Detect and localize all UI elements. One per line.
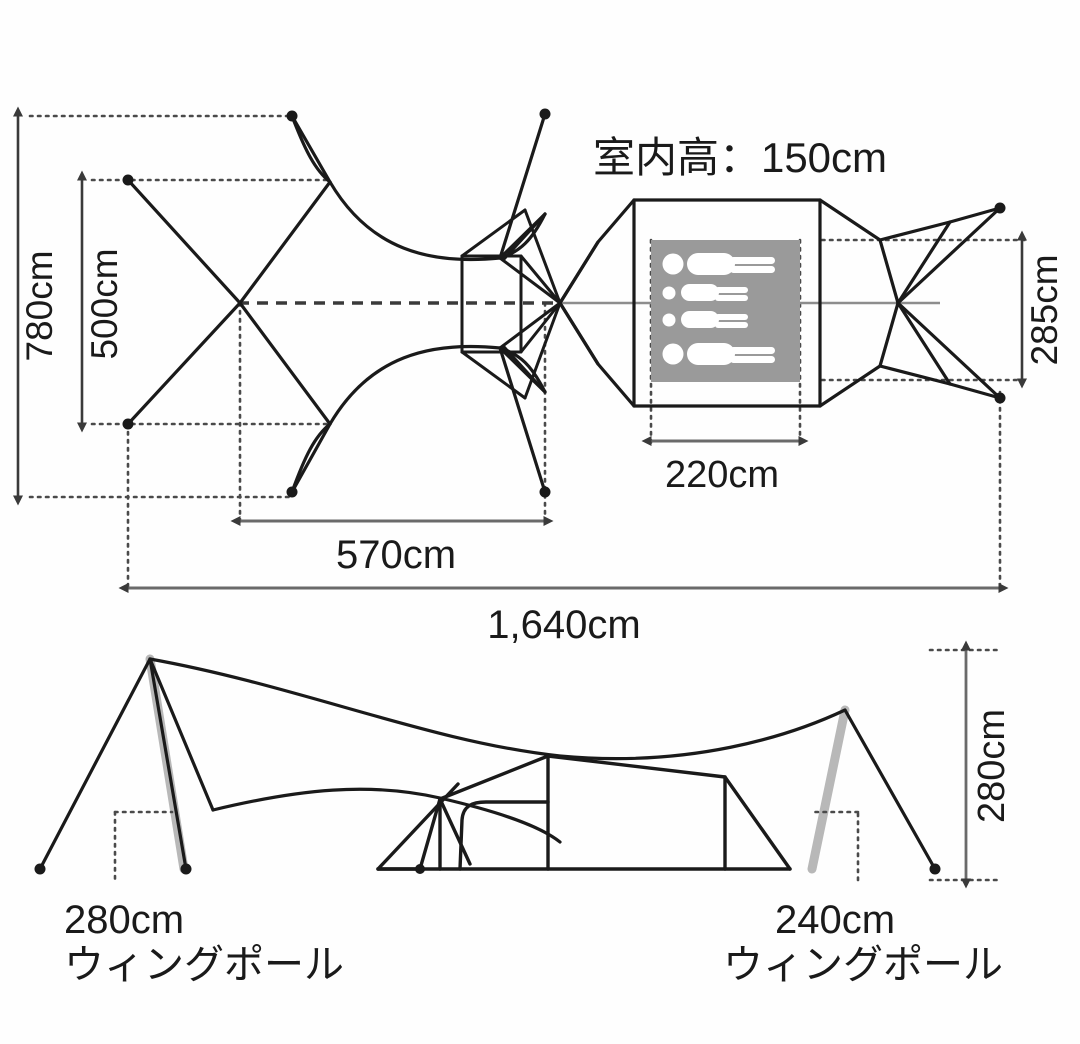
guy-rear-apex-bottom	[896, 301, 1002, 400]
left-pole-caption: 280cm ウィングポール	[64, 898, 344, 987]
stake-bottom-right	[994, 392, 1006, 404]
dim-500: 500cm	[77, 170, 125, 433]
dim-285-label: 285cm	[1024, 254, 1065, 365]
tent-elevation	[376, 754, 792, 871]
dim-780-label: 780cm	[19, 250, 60, 361]
figure-child-torso-2	[681, 311, 719, 328]
right-pole-type-label: ウィングポール	[723, 943, 1003, 987]
tarp-guy-lower-left	[126, 301, 242, 426]
guy-elev-far-right	[843, 708, 937, 871]
peak-strut-upper	[460, 208, 527, 258]
figure-adult-leg-a-1	[730, 257, 775, 264]
tarp-edge-lower-left-curve	[328, 344, 502, 426]
porch-strut-b	[418, 797, 442, 871]
tent-body-plan	[558, 198, 1002, 408]
right-pole-size-label: 240cm	[775, 898, 895, 942]
plan-view: 780cm 500cm 285cm 220cm 570cm 1,640cm 室内	[13, 106, 1065, 647]
stake-elev-porch	[415, 864, 425, 874]
occupancy-figures	[662, 253, 775, 365]
guy-rear-top	[948, 206, 1002, 224]
dim-780: 780cm	[13, 106, 60, 506]
tent-rear-fold-top	[896, 220, 952, 305]
wing-pole-right	[807, 705, 850, 874]
tent-rear-panel-bottom	[878, 364, 952, 386]
tent-vestibule-front	[558, 240, 600, 366]
guy-rear-apex-top	[896, 206, 1002, 305]
guy-inner-top	[501, 212, 547, 262]
stake-top-left	[286, 110, 298, 122]
figure-adult-torso-1	[687, 253, 735, 275]
guy-top-center-long	[498, 112, 547, 260]
stake-elev-far-left	[34, 863, 46, 875]
plan-extra-guys	[498, 112, 547, 494]
stake-mid-lower-left	[122, 418, 134, 430]
tent-door-opening	[458, 800, 550, 871]
tarp-edge-upper-left-curve	[328, 180, 502, 262]
figure-child-head-2	[662, 313, 676, 327]
dim-1640-label: 1,640cm	[487, 603, 640, 647]
porch-strut-c	[438, 797, 472, 866]
dim-285: 285cm	[1017, 230, 1065, 389]
elevation-view: 280cm 280cm ウィングポール 240cm ウィングポール	[34, 640, 1013, 987]
tent-roof-profile	[438, 754, 792, 871]
occupancy-box	[651, 240, 800, 382]
dim-570: 570cm	[230, 516, 554, 577]
stake-bottom-left	[286, 486, 298, 498]
guy-elev-far-left	[38, 657, 152, 871]
left-pole-size-label: 280cm	[64, 898, 184, 942]
tent-rear-fold-bottom	[896, 301, 952, 386]
tarp-catenary-lower	[211, 787, 562, 844]
dim-570-label: 570cm	[336, 533, 456, 577]
guy-bottom-center-long	[498, 346, 547, 494]
guy-line-top-left-stake	[290, 114, 332, 184]
tarp-guy-upper-left	[126, 178, 242, 305]
figure-adult-torso-2	[687, 343, 735, 365]
figure-child-leg-a-2	[715, 314, 748, 320]
tent-rear-panel-top	[878, 220, 952, 242]
right-pole-caption: 240cm ウィングポール	[723, 898, 1003, 987]
figure-adult-head-2	[662, 343, 684, 365]
figure-adult-leg-b-2	[730, 356, 775, 363]
tarp-outline	[126, 114, 547, 494]
figure-adult-leg-b-1	[730, 266, 775, 273]
stake-mid-upper-left	[122, 174, 134, 186]
interior-height-note: 室内高：150cm	[593, 134, 887, 181]
dim-220-label: 220cm	[665, 454, 779, 496]
tarp-left-face-down	[148, 657, 188, 871]
plan-stake-points	[122, 108, 1006, 498]
elevation-stake-points	[34, 863, 941, 875]
dim-280-height: 280cm	[961, 640, 1013, 889]
guy-inner-bottom	[501, 344, 547, 394]
tarp-left-face-inner	[148, 657, 215, 812]
figure-child-leg-b-1	[715, 295, 748, 301]
guy-rear-bottom	[948, 382, 1002, 400]
stake-top-right	[994, 202, 1006, 214]
stake-elev-far-right	[929, 863, 941, 875]
figure-child-torso-1	[681, 284, 719, 301]
dim-1640: 1,640cm	[118, 583, 1009, 647]
figure-adult-head-1	[662, 253, 684, 275]
tarp-guy-down-to-lower-tip	[238, 301, 332, 426]
figure-adult-leg-a-2	[730, 347, 775, 354]
dim-280-height-label: 280cm	[971, 709, 1013, 823]
left-pole-type-label: ウィングポール	[64, 943, 344, 987]
guy-line-bottom-left-stake	[290, 422, 332, 494]
dim-220: 220cm	[641, 436, 809, 496]
stake-elev-pole-left	[180, 863, 192, 875]
figure-child-head-1	[662, 286, 676, 300]
tarp-guy-up-to-upper-tip	[238, 180, 332, 305]
dim-500-label: 500cm	[84, 248, 125, 359]
figure-child-leg-b-2	[715, 322, 748, 328]
figure-child-leg-a-1	[715, 287, 748, 293]
